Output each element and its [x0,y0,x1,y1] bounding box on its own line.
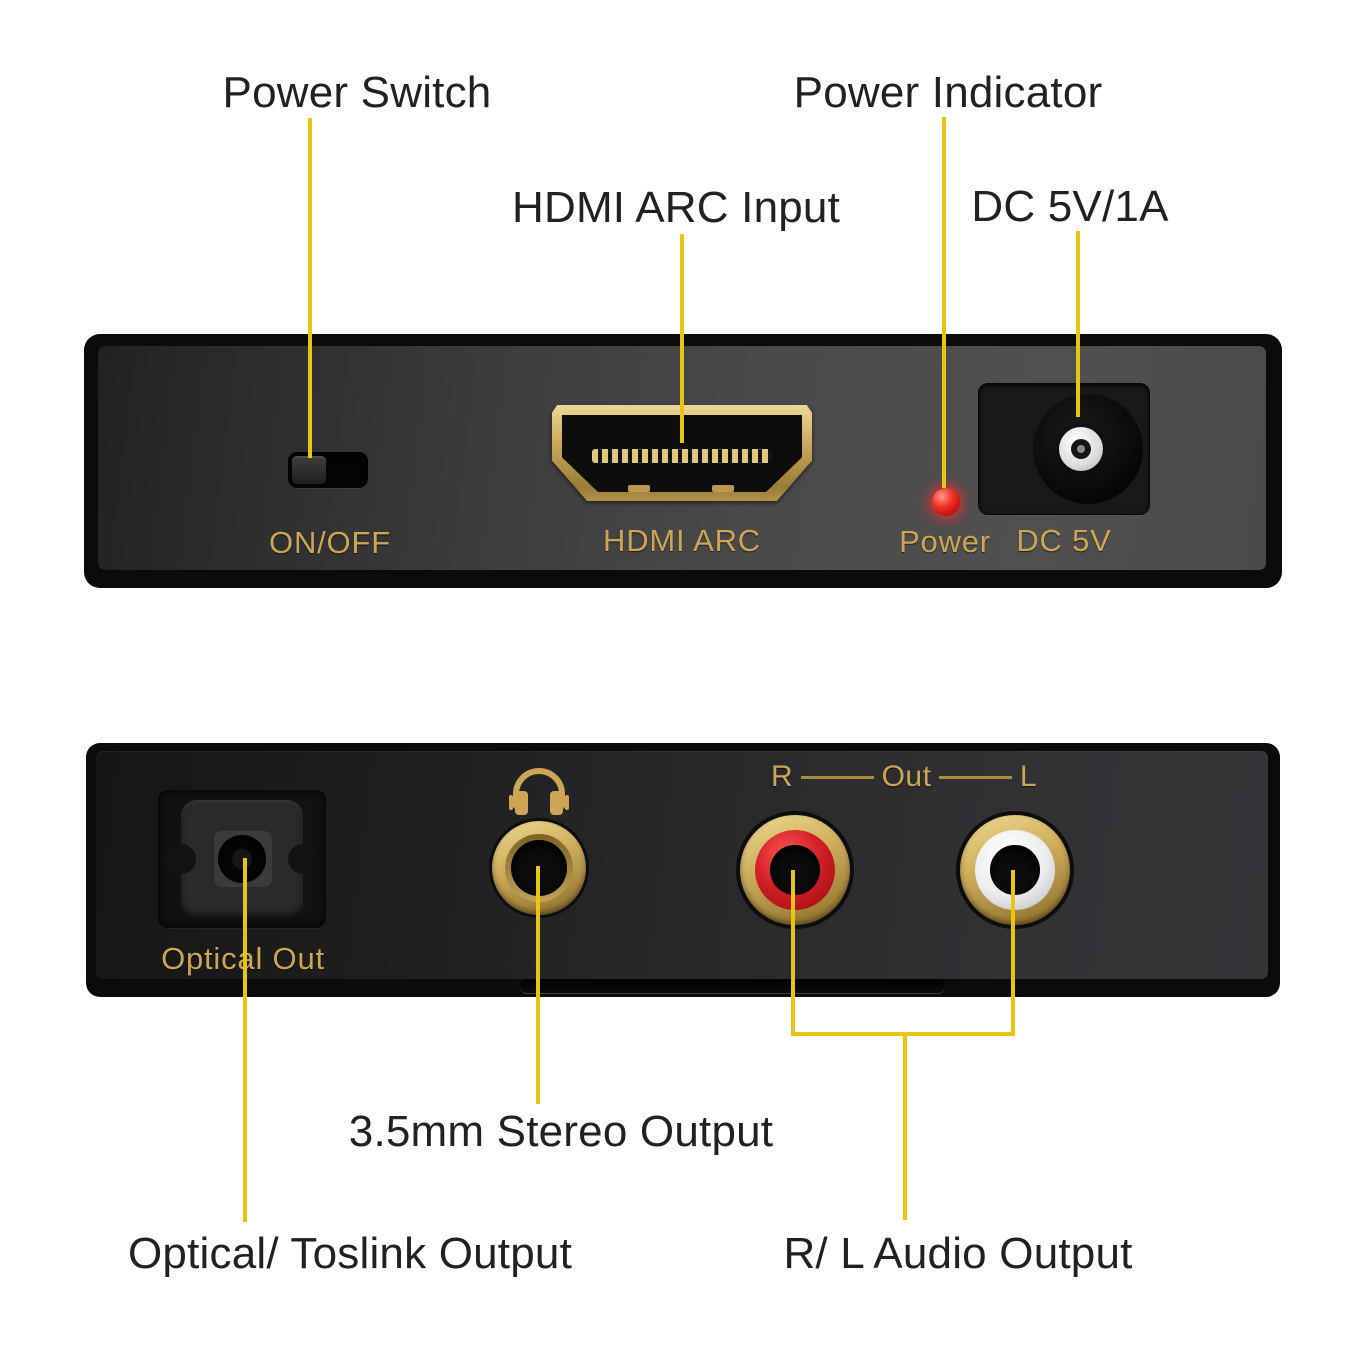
toslink-inner-lens [232,849,252,869]
stereo-callout-line [536,866,540,1104]
dc-jack-pin [1077,445,1085,453]
rear-panel: Optical Out R Out L [86,743,1280,997]
dc-callout-line [1076,231,1080,417]
hdmi-panel-label: HDMI ARC [603,523,761,558]
power-switch-knob [292,456,326,484]
dc-power-jack [978,383,1150,515]
rca-bracket-left-line [791,870,795,1034]
rca-bracket-right-line [1011,870,1015,1034]
toslink-notch-left [166,844,196,874]
power-switch [288,452,368,488]
hdmi-tab-left [628,485,650,492]
rca-left-hole [990,845,1040,895]
rca-right-hole [770,845,820,895]
rca-bracket-stem [903,1034,907,1220]
dc-panel-label: DC 5V [1016,523,1112,558]
headphones-icon [509,768,569,815]
callout-dc-power: DC 5V/1A [971,182,1169,231]
rca-legend-dash [939,775,1012,779]
callout-stereo-output: 3.5mm Stereo Output [348,1107,774,1156]
rca-legend-left: L [1019,760,1037,793]
callout-power-switch: Power Switch [222,68,492,117]
power-led [932,488,960,516]
rca-legend-right: R [771,760,794,793]
callout-hdmi-arc-input: HDMI ARC Input [511,183,841,232]
power-led-panel-label: Power [899,524,991,559]
vent-slot [520,979,945,993]
hdmi-pin-strip [592,449,772,463]
rca-legend-dash [801,775,874,779]
power-switch-panel-label: ON/OFF [269,525,391,560]
callout-power-indicator: Power Indicator [793,68,1103,117]
rca-legend-out: Out [881,760,932,793]
hdmi-callout-line [680,234,684,443]
optical-panel-label: Optical Out [161,941,325,976]
callout-rl-audio-output: R/ L Audio Output [783,1229,1133,1278]
callout-optical-output: Optical/ Toslink Output [128,1229,572,1278]
toslink-notch-right [288,844,318,874]
hdmi-tab-right [712,485,734,492]
optical-toslink-port [158,790,326,928]
optical-callout-line [243,858,247,1222]
rca-legend: R Out L [771,760,1037,793]
power-switch-callout-line [308,118,312,458]
power-indicator-callout-line [942,117,946,488]
